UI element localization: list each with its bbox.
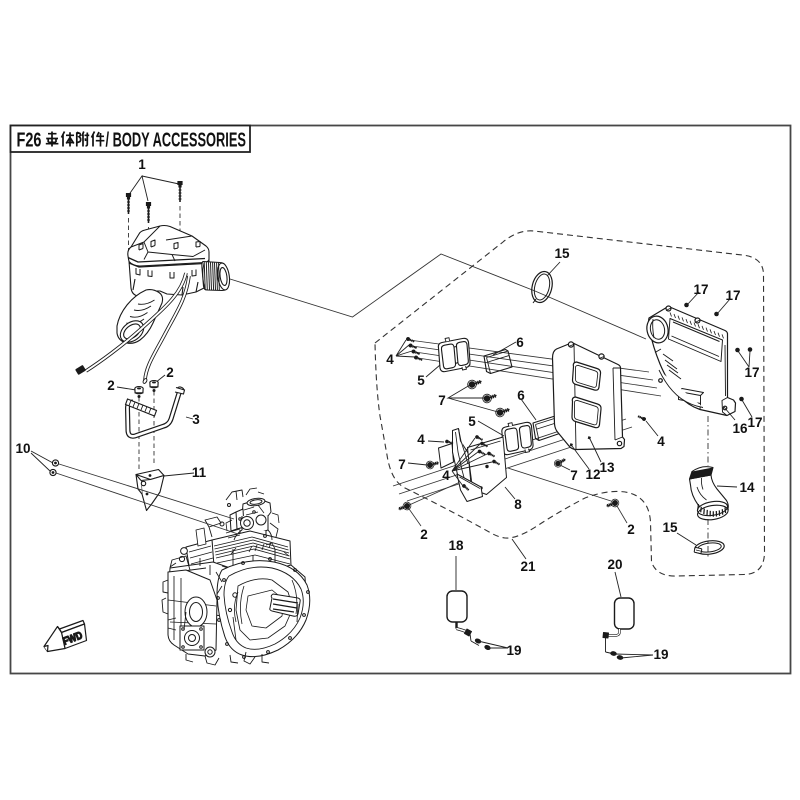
svg-text:17: 17 — [725, 288, 740, 303]
svg-text:20: 20 — [607, 557, 622, 572]
svg-text:17: 17 — [747, 415, 762, 430]
svg-text:19: 19 — [653, 647, 668, 662]
svg-text:4: 4 — [442, 468, 450, 483]
svg-text:19: 19 — [506, 643, 521, 658]
svg-text:10: 10 — [15, 441, 30, 456]
svg-text:/ BODY ACCESSORIES: / BODY ACCESSORIES — [106, 129, 247, 152]
svg-text:4: 4 — [386, 352, 394, 367]
svg-text:4: 4 — [657, 434, 665, 449]
svg-text:12: 12 — [585, 467, 600, 482]
svg-text:16: 16 — [732, 421, 748, 436]
svg-text:F26: F26 — [17, 129, 42, 152]
svg-text:7: 7 — [438, 393, 446, 408]
svg-text:17: 17 — [744, 365, 759, 380]
svg-text:11: 11 — [192, 465, 207, 480]
svg-text:5: 5 — [468, 414, 476, 429]
svg-text:15: 15 — [662, 520, 678, 535]
svg-text:6: 6 — [517, 388, 525, 403]
svg-text:1: 1 — [138, 157, 146, 172]
svg-text:7: 7 — [398, 457, 406, 472]
svg-text:2: 2 — [166, 365, 174, 380]
svg-text:2: 2 — [420, 527, 428, 542]
svg-text:14: 14 — [739, 480, 755, 495]
svg-text:17: 17 — [693, 282, 708, 297]
svg-text:2: 2 — [627, 522, 635, 537]
svg-text:13: 13 — [599, 460, 615, 475]
svg-text:15: 15 — [554, 246, 570, 261]
svg-text:3: 3 — [192, 412, 200, 427]
svg-text:5: 5 — [417, 373, 425, 388]
svg-text:8: 8 — [514, 497, 522, 512]
svg-text:7: 7 — [570, 468, 578, 483]
svg-text:18: 18 — [448, 538, 464, 553]
svg-text:21: 21 — [520, 559, 536, 574]
svg-text:4: 4 — [417, 432, 425, 447]
svg-text:2: 2 — [107, 378, 115, 393]
svg-text:6: 6 — [516, 335, 524, 350]
